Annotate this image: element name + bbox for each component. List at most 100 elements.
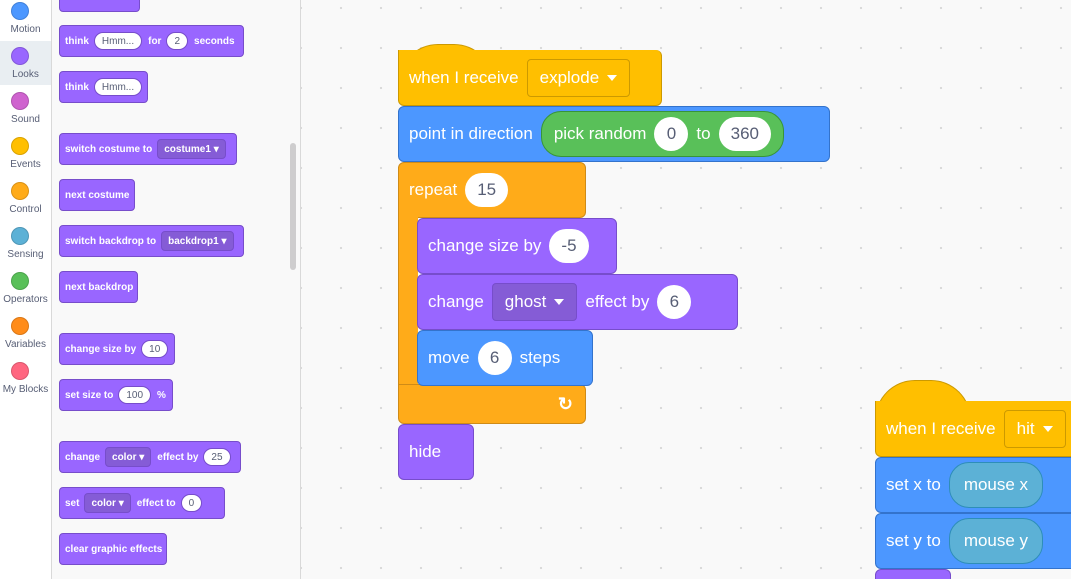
category-label: Variables bbox=[5, 339, 46, 350]
palette-block-next-backdrop[interactable]: next backdrop bbox=[59, 271, 138, 303]
category-label: Control bbox=[9, 204, 42, 215]
category-label: Events bbox=[10, 159, 41, 170]
block-text: seconds bbox=[194, 35, 235, 47]
category-label: Motion bbox=[10, 24, 41, 35]
change-effect-by-block[interactable]: change ghost effect by 6 bbox=[417, 274, 738, 330]
motion-dot-icon bbox=[11, 2, 29, 20]
point-in-direction-block[interactable]: point in direction pick random 0 to 360 bbox=[398, 106, 830, 162]
category-my-blocks[interactable]: My Blocks bbox=[0, 356, 51, 400]
repeat-count-input[interactable]: 15 bbox=[465, 173, 509, 207]
category-variables[interactable]: Variables bbox=[0, 311, 51, 355]
change-size-by-block[interactable]: change size by -5 bbox=[417, 218, 617, 274]
dropdown-value: color bbox=[91, 498, 116, 509]
palette-block-think[interactable]: think Hmm... bbox=[59, 71, 148, 103]
palette-block-say[interactable] bbox=[59, 0, 140, 12]
palette-block-think-for[interactable]: think Hmm... for 2 seconds bbox=[59, 25, 244, 57]
set-y-block[interactable]: set y to mouse y bbox=[875, 513, 1071, 569]
category-label: Sensing bbox=[7, 249, 44, 260]
palette-scrollbar[interactable] bbox=[290, 143, 296, 270]
seconds-input[interactable]: 2 bbox=[166, 32, 189, 50]
effect-input[interactable]: 6 bbox=[657, 285, 692, 319]
script-workspace[interactable]: when I receive explode point in directio… bbox=[301, 0, 1071, 579]
reporter-text: mouse y bbox=[963, 531, 1029, 550]
operators-dot-icon bbox=[11, 272, 29, 290]
category-looks[interactable]: Looks bbox=[0, 41, 51, 85]
sensing-dot-icon bbox=[11, 227, 29, 245]
block-text: hide bbox=[409, 442, 442, 461]
palette-block-switch-costume[interactable]: switch costume to costume1 ▾ bbox=[59, 133, 237, 165]
size-input[interactable]: 100 bbox=[118, 386, 152, 404]
pick-random-block[interactable]: pick random 0 to 360 bbox=[540, 111, 784, 157]
palette-block-change-effect[interactable]: change color ▾ effect by 25 bbox=[59, 441, 241, 473]
category-motion[interactable]: Motion bbox=[0, 0, 51, 44]
message-dropdown[interactable]: hit bbox=[1003, 409, 1066, 448]
message-dropdown[interactable]: explode bbox=[526, 58, 631, 97]
effect-input[interactable]: 0 bbox=[180, 494, 203, 512]
block-text: move bbox=[428, 348, 470, 367]
block-text: switch backdrop to bbox=[65, 235, 157, 247]
loop-arrow-icon: ↻ bbox=[557, 393, 573, 414]
set-x-block[interactable]: set x to mouse x bbox=[875, 457, 1071, 513]
block-text: to bbox=[696, 124, 711, 143]
chevron-down-icon: ▾ bbox=[139, 452, 145, 463]
category-operators[interactable]: Operators bbox=[0, 266, 51, 310]
category-menu: Motion Looks Sound Events Control Sensin… bbox=[0, 0, 52, 579]
palette-block-clear-effects[interactable]: clear graphic effects bbox=[59, 533, 167, 565]
repeat-arm bbox=[398, 217, 418, 387]
when-i-receive-hit-block[interactable]: when I receive hit bbox=[875, 401, 1071, 457]
category-control[interactable]: Control bbox=[0, 176, 51, 220]
palette-block-change-size[interactable]: change size by 10 bbox=[59, 333, 175, 365]
block-text: effect by bbox=[157, 451, 199, 463]
palette-block-set-size[interactable]: set size to 100 % bbox=[59, 379, 173, 411]
block-text: set bbox=[65, 497, 80, 509]
block-text: effect to bbox=[136, 497, 176, 509]
chevron-down-icon: ▾ bbox=[213, 144, 219, 155]
random-from-input[interactable]: 0 bbox=[654, 117, 689, 151]
dropdown-value: ghost bbox=[504, 292, 547, 311]
size-input[interactable]: 10 bbox=[141, 340, 169, 358]
block-text: set x to bbox=[886, 475, 941, 494]
costume-dropdown[interactable]: costume1 ▾ bbox=[157, 139, 226, 159]
next-block-partial[interactable] bbox=[875, 569, 951, 579]
effect-input[interactable]: 25 bbox=[203, 448, 231, 466]
category-events[interactable]: Events bbox=[0, 131, 51, 175]
dropdown-value: costume1 bbox=[164, 144, 211, 155]
block-text: think bbox=[65, 81, 89, 93]
when-i-receive-explode-block[interactable]: when I receive explode bbox=[398, 50, 662, 106]
palette-block-switch-backdrop[interactable]: switch backdrop to backdrop1 ▾ bbox=[59, 225, 244, 257]
move-steps-block[interactable]: move 6 steps bbox=[417, 330, 593, 386]
block-text: pick random bbox=[553, 124, 647, 143]
category-label: Operators bbox=[3, 294, 48, 305]
block-text: point in direction bbox=[409, 124, 533, 143]
block-text: clear graphic effects bbox=[65, 543, 163, 555]
size-input[interactable]: -5 bbox=[549, 229, 589, 263]
block-text: change bbox=[428, 292, 484, 311]
control-dot-icon bbox=[11, 182, 29, 200]
effect-dropdown[interactable]: color ▾ bbox=[84, 493, 131, 513]
block-text: repeat bbox=[409, 180, 458, 199]
steps-input[interactable]: 6 bbox=[477, 341, 512, 375]
dropdown-value: backdrop1 bbox=[168, 236, 219, 247]
block-text: when I receive bbox=[409, 67, 519, 87]
dropdown-value: hit bbox=[1016, 418, 1035, 438]
effect-dropdown[interactable]: color ▾ bbox=[105, 447, 152, 467]
dropdown-value: explode bbox=[539, 67, 600, 87]
category-label: Looks bbox=[12, 69, 39, 80]
my-blocks-dot-icon bbox=[11, 362, 29, 380]
random-to-input[interactable]: 360 bbox=[718, 117, 771, 151]
message-input[interactable]: Hmm... bbox=[93, 32, 143, 50]
mouse-y-reporter[interactable]: mouse y bbox=[948, 518, 1044, 564]
chevron-down-icon: ▾ bbox=[221, 236, 227, 247]
effect-dropdown[interactable]: ghost bbox=[491, 283, 578, 321]
palette-block-next-costume[interactable]: next costume bbox=[59, 179, 135, 211]
message-input[interactable]: Hmm... bbox=[93, 78, 143, 96]
category-sensing[interactable]: Sensing bbox=[0, 221, 51, 265]
block-text: effect by bbox=[585, 292, 650, 311]
block-text: set size to bbox=[65, 389, 114, 401]
reporter-text: mouse x bbox=[963, 475, 1029, 494]
backdrop-dropdown[interactable]: backdrop1 ▾ bbox=[161, 231, 234, 251]
palette-block-set-effect[interactable]: set color ▾ effect to 0 bbox=[59, 487, 225, 519]
category-sound[interactable]: Sound bbox=[0, 86, 51, 130]
mouse-x-reporter[interactable]: mouse x bbox=[948, 462, 1044, 508]
hide-block[interactable]: hide bbox=[398, 424, 474, 480]
